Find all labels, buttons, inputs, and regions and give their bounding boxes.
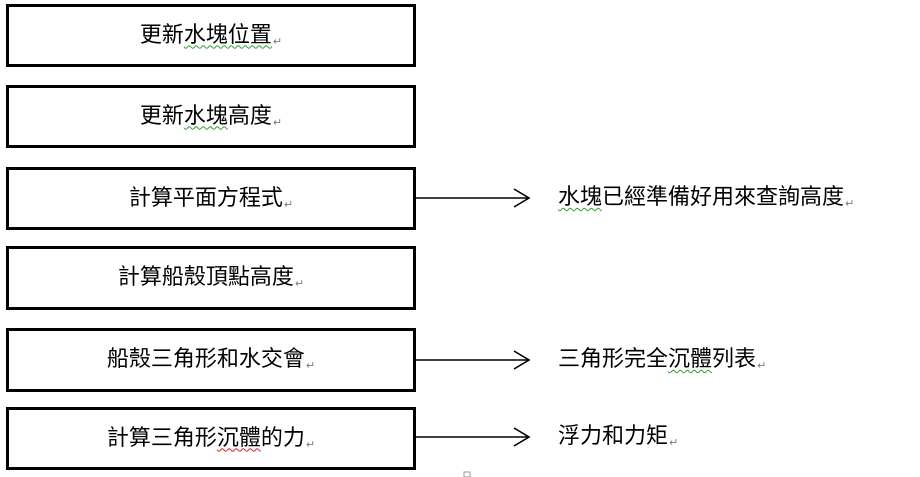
paragraph-mark-icon: ↵: [845, 197, 855, 210]
result-buoyancy-and-torque: 浮力和力矩↵: [558, 424, 679, 449]
step-label: 更新水塊位置↵: [139, 22, 283, 48]
arrow-intersection-to-result: [416, 350, 531, 370]
paragraph-mark-icon: ↵: [283, 197, 294, 211]
paragraph-mark-icon: ↵: [757, 359, 767, 372]
paragraph-mark-icon: ↵: [305, 359, 316, 372]
paragraph-mark-icon: ↵: [305, 437, 316, 451]
step-label: 船殼三角形和水交會↵: [106, 347, 316, 372]
result-fully-submerged-triangle-list: 三角形完全沉體列表↵: [558, 347, 767, 372]
step-box-compute-submerged-triangle-forces: 計算三角形沉體的力↵: [6, 407, 416, 470]
paragraph-mark-icon: ↵: [294, 277, 305, 290]
step-box-compute-hull-vertex-height: 計算船殼頂點高度↵: [6, 246, 416, 310]
arrow-plane-equation-to-result: [416, 188, 531, 208]
step-label: 計算平面方程式↵: [128, 185, 294, 211]
paragraph-mark-icon: ↵: [272, 34, 283, 48]
step-label: 計算船殼頂點高度↵: [117, 265, 305, 290]
step-label: 更新水塊高度↵: [139, 103, 283, 129]
step-box-hull-triangle-water-intersection: 船殼三角形和水交會↵: [6, 328, 416, 392]
step-box-update-water-height: 更新水塊高度↵: [6, 85, 416, 148]
paragraph-mark-icon: ↵: [669, 436, 679, 449]
step-box-update-water-position: 更新水塊位置↵: [6, 4, 416, 67]
result-water-ready-for-height-query: 水塊已經準備好用來查詢高度↵: [558, 185, 855, 210]
arrow-forces-to-result: [416, 427, 531, 447]
step-label: 計算三角形沉體的力↵: [106, 425, 316, 451]
cursor-marker-icon: [463, 471, 471, 477]
paragraph-mark-icon: ↵: [272, 115, 283, 129]
step-box-compute-plane-equation: 計算平面方程式↵: [6, 167, 416, 230]
